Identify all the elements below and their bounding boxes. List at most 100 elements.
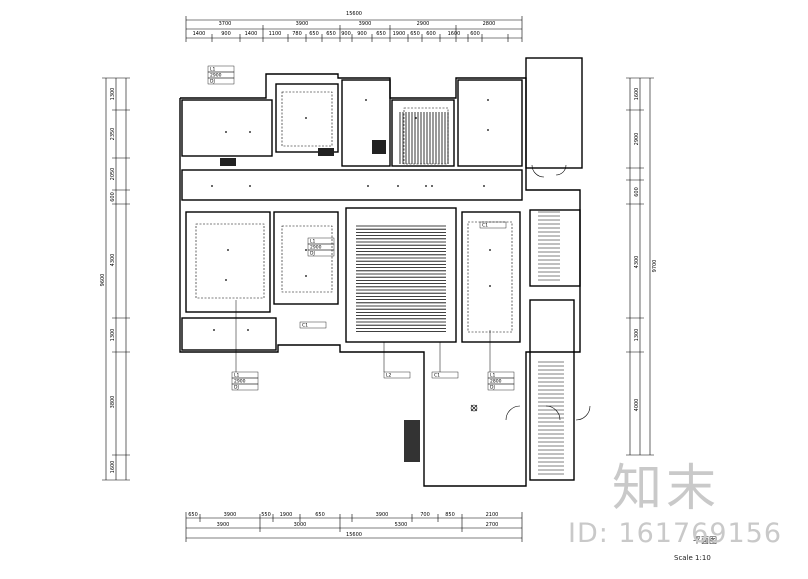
- left-dim-1: 1300: [110, 88, 116, 101]
- bottom-dim-3: 5300: [395, 522, 408, 528]
- top-dim-3: 3900: [359, 21, 372, 27]
- bottom-dim-2: 3000: [294, 522, 307, 528]
- top-sub-dim-6: 650: [309, 31, 319, 37]
- spec-tag-cell: [207, 77, 235, 85]
- left-dim-5: 4300: [110, 254, 116, 267]
- light-point: [225, 131, 227, 133]
- fixture-icon: [318, 148, 334, 156]
- spec-tag-text: 2900: [234, 379, 246, 385]
- spec-tag-cell: [307, 249, 335, 257]
- walls: [179, 57, 583, 487]
- room-top-2: [275, 83, 339, 153]
- spec-tag-text: L2: [386, 373, 392, 379]
- light-point: [247, 329, 249, 331]
- left-dimensions: [102, 77, 130, 481]
- light-point: [305, 275, 307, 277]
- light-point: [431, 185, 433, 187]
- stair-treads: [538, 211, 564, 475]
- bottom-sub-dim-9: 2100: [486, 512, 499, 518]
- top-sub-dim-13: 600: [426, 31, 436, 37]
- spec-tag-text: DJ: [210, 79, 215, 85]
- room-top-5: [457, 79, 523, 167]
- bottom-sub-dim-7: 700: [420, 512, 430, 518]
- spec-tag-cell: [299, 321, 327, 329]
- spec-tag-text: DJ: [490, 385, 495, 391]
- light-point: [415, 117, 417, 119]
- spec-tag: C1: [479, 221, 507, 229]
- light-point: [213, 329, 215, 331]
- watermark-id: ID: 161769156: [568, 518, 783, 549]
- spec-tag-text: DJ: [234, 385, 239, 391]
- top-sub-dim-3: 1400: [245, 31, 258, 37]
- light-point: [367, 185, 369, 187]
- bottom-sub-dim-2: 3900: [224, 512, 237, 518]
- top-sub-dim-14: 1600: [448, 31, 461, 37]
- spec-tag-text: C1: [302, 323, 308, 329]
- room-top-3: [341, 79, 391, 167]
- light-point: [227, 249, 229, 251]
- light-point: [249, 185, 251, 187]
- right-dim-4: 4300: [634, 256, 640, 269]
- spec-tag-cell: [487, 383, 515, 391]
- spec-tag-cell: [431, 371, 459, 379]
- corridor: [181, 169, 523, 201]
- room-bottom-left: [181, 317, 277, 351]
- spec-tag-cell: [383, 371, 411, 379]
- bedroom-2: [273, 211, 339, 305]
- spec-tag-text: L1: [310, 239, 316, 245]
- spec-tag-text: L1: [234, 373, 240, 379]
- left-dim-4: 600: [110, 192, 116, 202]
- right-dim-2: 2900: [634, 133, 640, 146]
- study-ceiling-hatch: [399, 112, 449, 164]
- left-dimension-texts: 9600 1300 2350 2050 600 4300 1300 3800 1…: [100, 88, 116, 474]
- spec-tag-text: L1: [210, 67, 216, 73]
- bottom-sub-dim-8: 850: [445, 512, 455, 518]
- light-point: [305, 117, 307, 119]
- top-sub-dim-12: 650: [410, 31, 420, 37]
- top-overall-dim: 15600: [346, 11, 362, 17]
- stove-icon: [372, 140, 386, 154]
- top-sub-dim-11: 1900: [393, 31, 406, 37]
- spec-tag-text: C1: [482, 223, 488, 229]
- bottom-dimension-texts: 650 3900 550 1900 650 3900 700 850 2100 …: [188, 512, 498, 538]
- spec-tag-text: DJ: [310, 251, 315, 257]
- room-top-4: [391, 99, 455, 167]
- bottom-dim-1: 3900: [217, 522, 230, 528]
- left-dim-2: 2350: [110, 128, 116, 141]
- dining-room: [461, 211, 521, 343]
- bottom-sub-dim-4: 1900: [280, 512, 293, 518]
- left-dim-6: 1300: [110, 329, 116, 342]
- light-point: [487, 129, 489, 131]
- right-dimension-texts: 9700 1600 2900 600 4300 1300 4000: [634, 88, 658, 412]
- top-sub-dim-8: 900: [341, 31, 351, 37]
- spec-tag: C1: [431, 371, 459, 379]
- top-sub-dim-9: 900: [357, 31, 367, 37]
- drawing-title: 平面图: [693, 536, 717, 545]
- doors: [505, 164, 591, 421]
- balcony: [525, 57, 583, 169]
- light-point: [425, 185, 427, 187]
- right-dimensions: [626, 77, 654, 456]
- floor-drain-icon: [470, 404, 478, 412]
- top-sub-dim-10: 650: [376, 31, 386, 37]
- bottom-sub-dim-5: 650: [315, 512, 325, 518]
- top-sub-dim-5: 780: [292, 31, 302, 37]
- living-ceiling-hatch: [356, 225, 446, 333]
- room-top-left: [181, 99, 273, 157]
- top-sub-dim-1: 1400: [193, 31, 206, 37]
- stair-lower: [529, 299, 575, 481]
- light-point: [483, 185, 485, 187]
- spec-tag: L2: [383, 371, 411, 379]
- living-room: [345, 207, 457, 343]
- fixture-icon-2: [220, 158, 236, 166]
- right-overall-dim: 9700: [652, 260, 658, 273]
- right-dim-1: 1600: [634, 88, 640, 101]
- left-dim-3: 2050: [110, 168, 116, 181]
- left-dim-8: 1600: [110, 461, 116, 474]
- top-dimension-texts: 15600 3700 3900 3900 2900 2800 1400 900 …: [193, 11, 496, 37]
